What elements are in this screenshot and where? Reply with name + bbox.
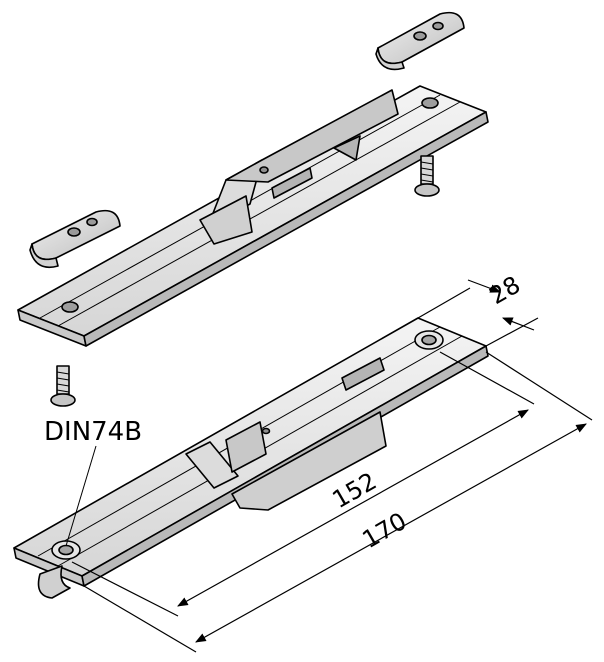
din74b-leader — [65, 445, 97, 547]
upper-assembly — [17, 11, 489, 407]
t-slot-nut-top-right — [375, 11, 465, 71]
dimension-28-label: 28 — [485, 271, 525, 311]
screw-upper-right — [414, 155, 440, 197]
screw-lower-left — [50, 365, 76, 407]
upper-bar — [17, 85, 489, 347]
lower-assembly — [13, 317, 489, 599]
t-slot-nut-left — [29, 209, 121, 269]
din74b-label: DIN74B — [44, 417, 142, 447]
